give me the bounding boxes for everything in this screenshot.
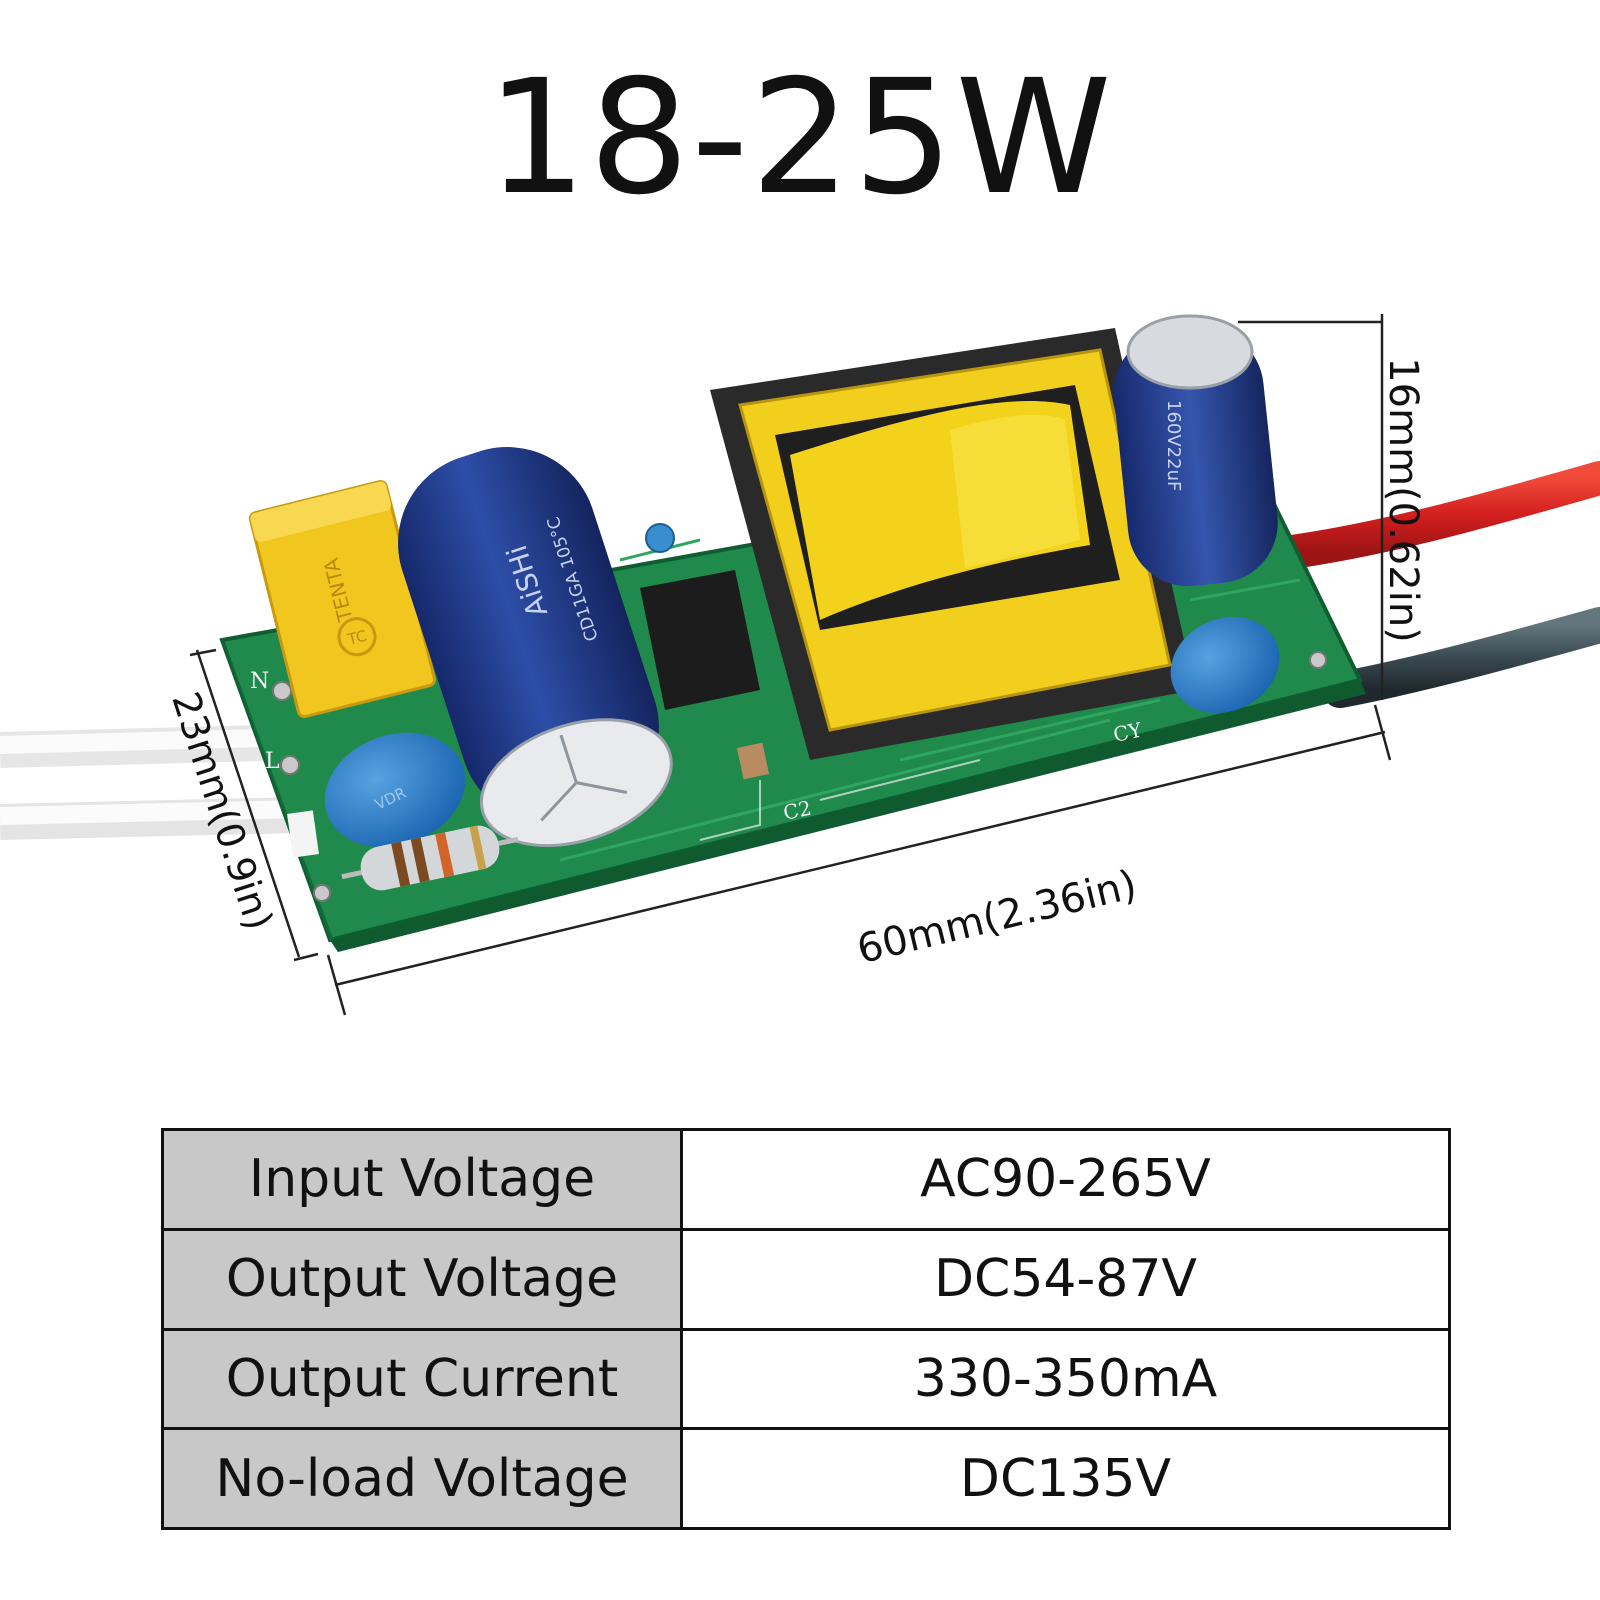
table-row: Input Voltage AC90-265V bbox=[161, 1128, 1451, 1231]
c2-marking: C2 bbox=[781, 796, 813, 825]
small-electrolytic-capacitor: 160V22uF bbox=[1113, 314, 1278, 587]
spec-value-input-voltage: AC90-265V bbox=[680, 1128, 1451, 1231]
dimension-lines bbox=[189, 314, 1392, 1016]
led-driver-board-photo: N L C2 CY TC TENTA AiSHi CD11GA 105°C VD… bbox=[0, 314, 1600, 1016]
input-wires bbox=[0, 724, 301, 840]
main-electrolytic-capacitor: AiSHi CD11GA 105°C bbox=[398, 447, 673, 848]
x-cap-logo: TC bbox=[345, 627, 369, 649]
y-capacitor bbox=[1170, 617, 1280, 713]
x-capacitor: TC TENTA bbox=[248, 480, 436, 719]
cy-marking: CY bbox=[1111, 717, 1145, 747]
transformer bbox=[710, 328, 1195, 760]
resistor bbox=[341, 825, 519, 891]
spec-label-input-voltage: Input Voltage bbox=[161, 1128, 683, 1231]
spec-value-output-voltage: DC54-87V bbox=[680, 1227, 1451, 1331]
table-row: Output Current 330-350mA bbox=[161, 1327, 1451, 1431]
page-title: 18-25W bbox=[486, 46, 1114, 230]
small-cap-spec: 160V22uF bbox=[1163, 400, 1184, 491]
spec-label-no-load-voltage: No-load Voltage bbox=[161, 1427, 683, 1530]
spec-value-no-load-voltage: DC135V bbox=[680, 1427, 1451, 1530]
table-row: No-load Voltage DC135V bbox=[161, 1427, 1451, 1530]
spec-value-output-current: 330-350mA bbox=[680, 1327, 1451, 1431]
table-row: Output Voltage DC54-87V bbox=[161, 1227, 1451, 1331]
length-dimension: 60mm(2.36in) bbox=[853, 862, 1141, 973]
driver-ic bbox=[640, 570, 760, 710]
spec-label-output-voltage: Output Voltage bbox=[161, 1227, 683, 1331]
live-marking: L bbox=[265, 749, 280, 774]
varistor: VDR bbox=[324, 732, 466, 848]
spec-table: Input Voltage AC90-265V Output Voltage D… bbox=[161, 1128, 1451, 1530]
spec-label-output-current: Output Current bbox=[161, 1327, 683, 1431]
output-wires bbox=[1268, 461, 1600, 708]
neutral-marking: N bbox=[250, 669, 269, 694]
height-dimension: 16mm(0.62in) bbox=[1380, 357, 1426, 643]
smd-component bbox=[736, 742, 770, 780]
small-capacitor-blue bbox=[645, 523, 675, 553]
